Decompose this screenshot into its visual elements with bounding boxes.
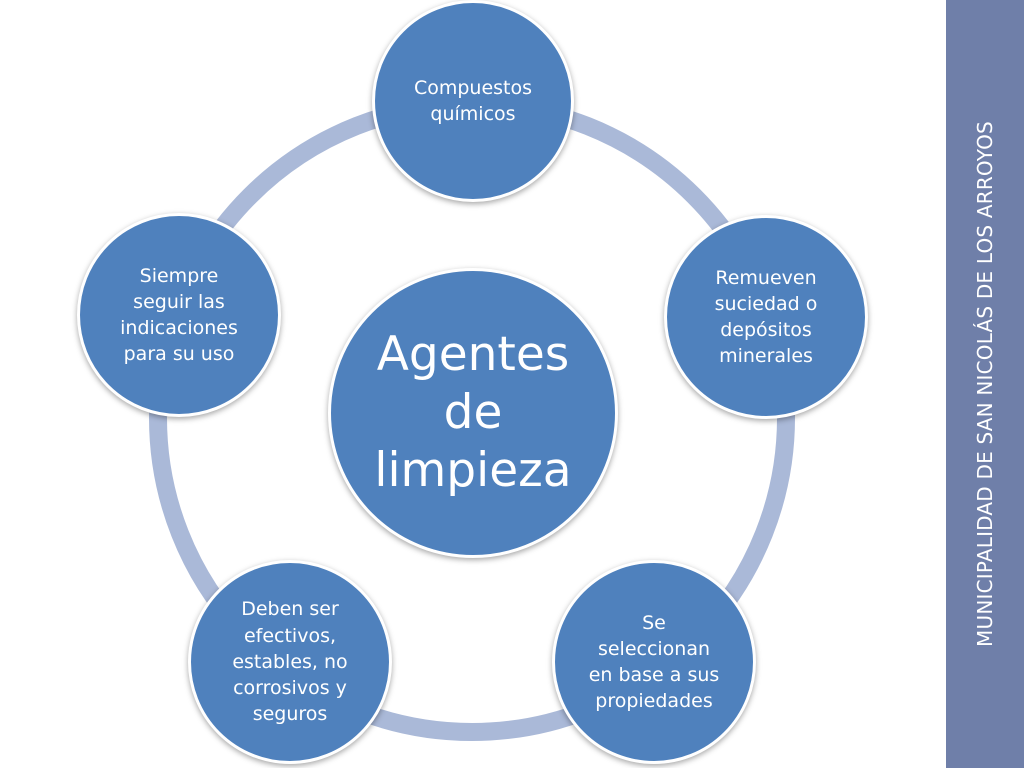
node-remueven-suciedad: Remueven suciedad o depósitos minerales [664, 215, 868, 419]
center-node: Agentes de limpieza [328, 268, 618, 558]
node-deben-ser-efectivos: Deben ser efectivos, estables, no corros… [188, 560, 392, 764]
node-compuestos-quimicos: Compuestos químicos [372, 0, 574, 202]
side-band: MUNICIPALIDAD DE SAN NICOLÁS DE LOS ARRO… [946, 0, 1024, 768]
node-label: Remueven suciedad o depósitos minerales [714, 266, 818, 368]
side-band-text: MUNICIPALIDAD DE SAN NICOLÁS DE LOS ARRO… [973, 121, 997, 647]
node-label: Siempre seguir las indicaciones para su … [120, 264, 238, 366]
node-label: Deben ser efectivos, estables, no corros… [232, 598, 348, 726]
node-label: Se seleccionan en base a sus propiedades [588, 611, 720, 713]
node-se-seleccionan: Se seleccionan en base a sus propiedades [552, 560, 756, 764]
node-label: Compuestos químicos [413, 76, 533, 125]
node-siempre-seguir: Siempre seguir las indicaciones para su … [77, 213, 281, 417]
center-node-label: Agentes de limpieza [374, 327, 572, 498]
